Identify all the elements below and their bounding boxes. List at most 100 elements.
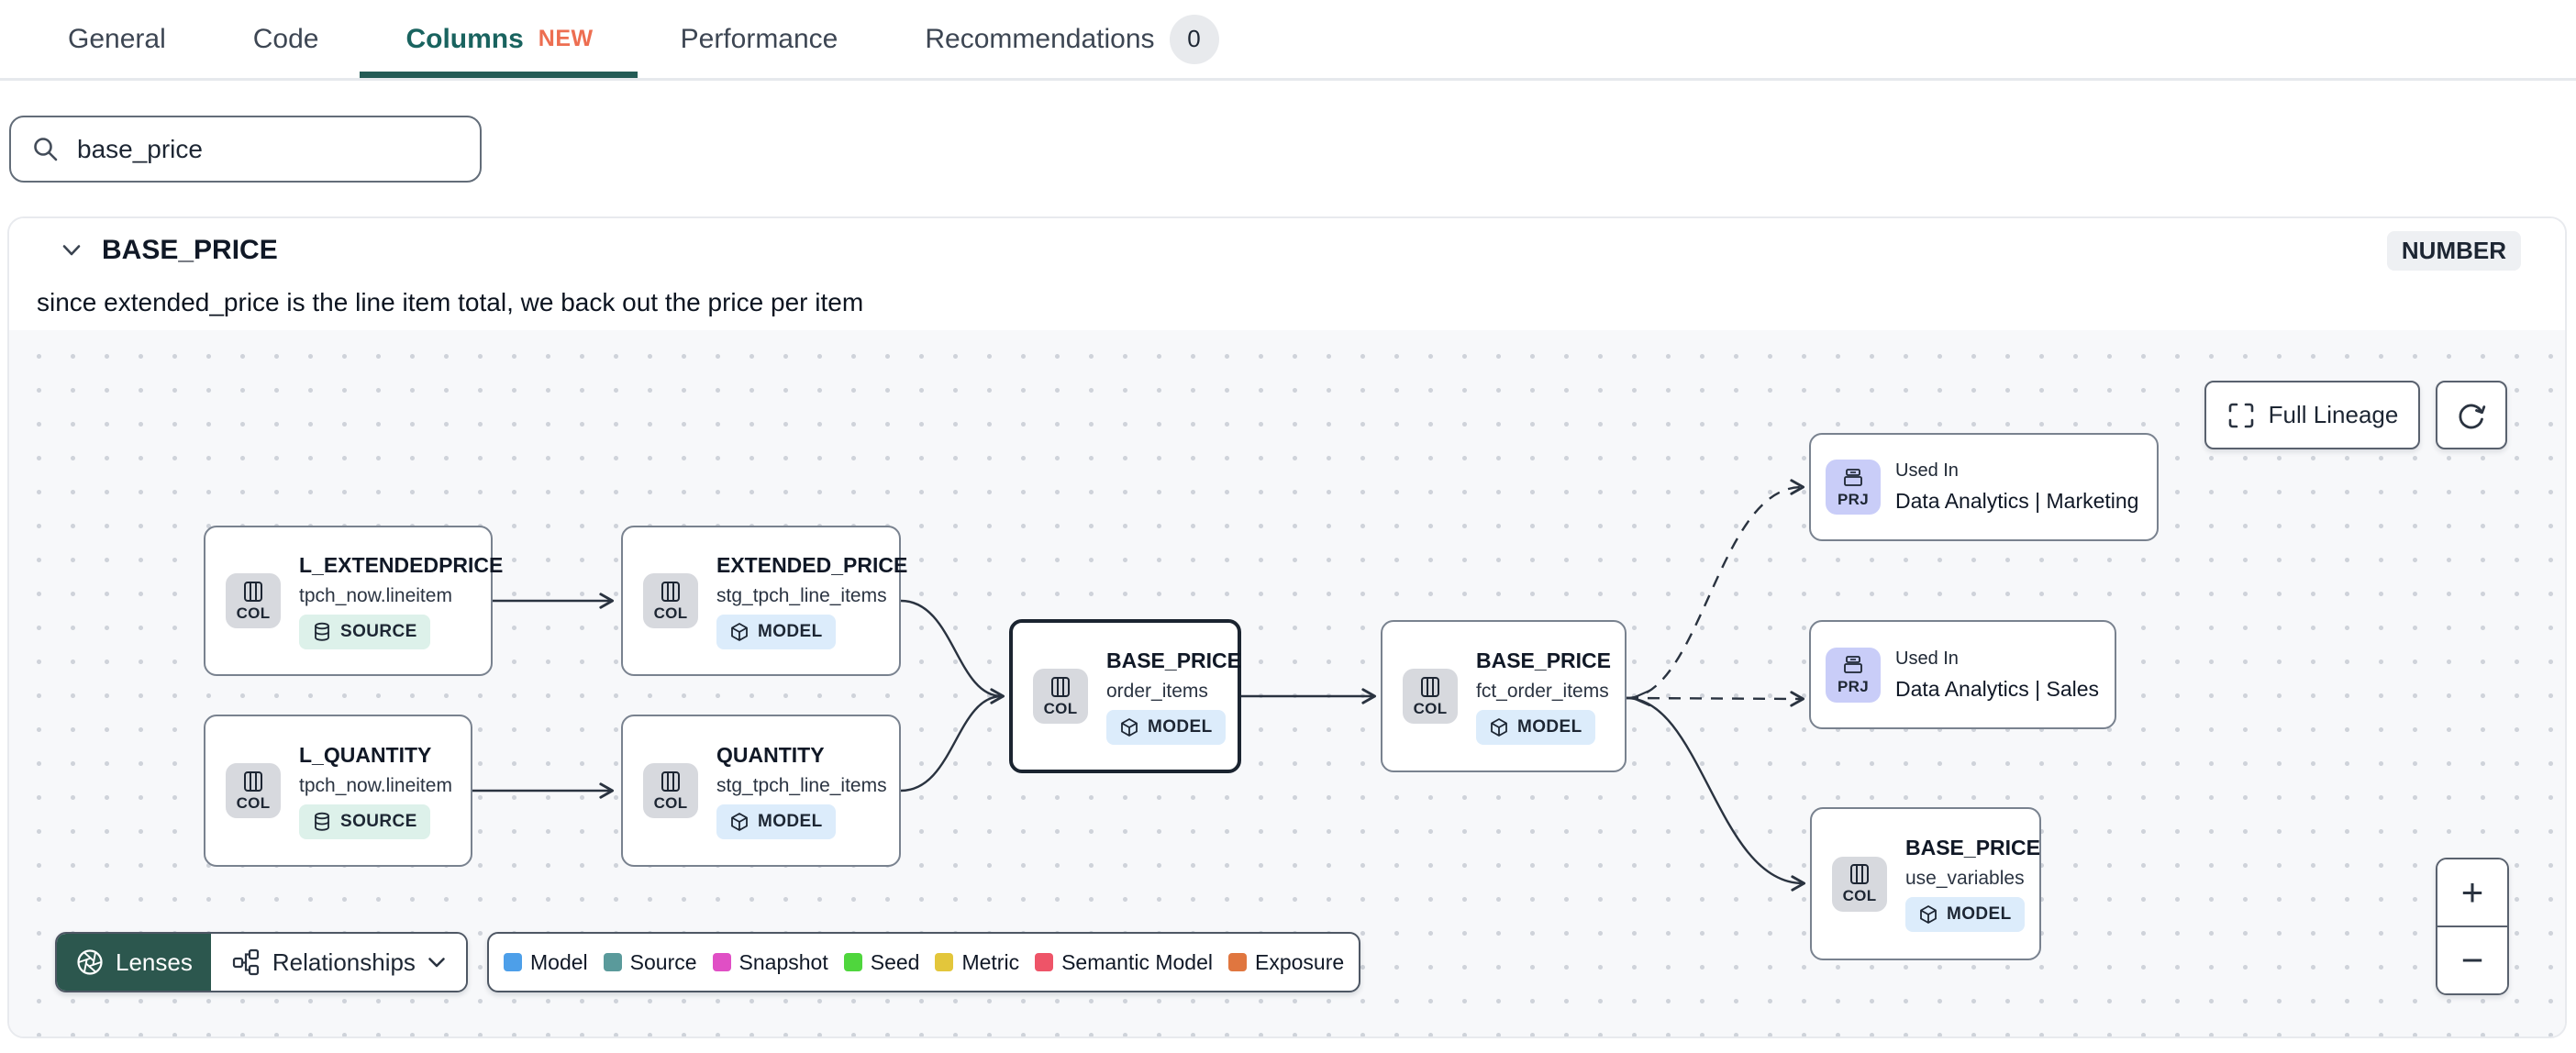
node-body: Used In Data Analytics | Sales — [1895, 648, 2099, 702]
column-detail-panel: BASE_PRICE NUMBER since extended_price i… — [7, 216, 2567, 1038]
lineage-node-used-in-marketing[interactable]: PRJ Used In Data Analytics | Marketing — [1809, 433, 2159, 541]
node-subtitle: tpch_now.lineitem — [299, 774, 452, 796]
recommendations-count-badge: 0 — [1169, 14, 1219, 64]
columns-icon — [244, 770, 262, 792]
node-body: BASE_PRICE use_variables MODEL — [1905, 836, 2040, 932]
new-badge: NEW — [538, 26, 594, 51]
lineage-node-base-price-order-items[interactable]: COL BASE_PRICE order_items MODEL — [1009, 619, 1241, 773]
node-subtitle: stg_tpch_line_items — [716, 774, 887, 796]
legend-label: Seed — [870, 949, 920, 974]
node-body: EXTENDED_PRICE stg_tpch_line_items MODEL — [716, 552, 908, 649]
tab-bar: General Code Columns NEW Performance Rec… — [0, 0, 2576, 81]
node-body: BASE_PRICE fct_order_items MODEL — [1476, 648, 1611, 745]
legend-item-semantic-model: Semantic Model — [1035, 950, 1213, 975]
node-subtitle: fct_order_items — [1476, 680, 1609, 702]
source-type-badge: SOURCE — [299, 614, 430, 649]
zoom-in-button[interactable]: + — [2437, 859, 2507, 927]
column-search-box[interactable] — [9, 116, 482, 183]
chevron-down-icon[interactable] — [61, 244, 82, 257]
project-icon — [1844, 468, 1862, 486]
column-type-badge: NUMBER — [2386, 231, 2521, 271]
lineage-edges — [472, 479, 1806, 892]
col-badge: COL — [226, 763, 281, 818]
node-title: BASE_PRICE — [1905, 836, 2040, 859]
lineage-node-base-price-fct-order-items[interactable]: COL BASE_PRICE fct_order_items MODEL — [1381, 620, 1627, 772]
node-title: L_EXTENDEDPRICE — [299, 552, 504, 577]
columns-icon — [244, 581, 262, 602]
refresh-button[interactable] — [2436, 381, 2507, 449]
legend-swatch — [935, 953, 954, 971]
columns-icon — [1850, 864, 1869, 884]
box-icon — [731, 812, 748, 831]
legend-swatch — [1228, 953, 1247, 971]
column-name: BASE_PRICE — [102, 235, 278, 265]
tab-columns[interactable]: Columns NEW — [360, 0, 638, 78]
columns-icon — [1051, 676, 1070, 697]
node-title: EXTENDED_PRICE — [716, 552, 908, 577]
prj-badge: PRJ — [1826, 647, 1881, 703]
legend-swatch — [603, 953, 622, 971]
legend-item-seed: Seed — [843, 949, 920, 975]
tab-label: Code — [252, 23, 319, 54]
legend-item-source: Source — [603, 949, 697, 975]
type-label: MODEL — [758, 621, 823, 641]
legend-label: Semantic Model — [1061, 949, 1213, 974]
lineage-node-used-in-sales[interactable]: PRJ Used In Data Analytics | Sales — [1809, 620, 2116, 729]
node-body: L_EXTENDEDPRICE tpch_now.lineitem SOURCE — [299, 552, 504, 649]
legend-label: Source — [629, 949, 697, 974]
model-type-badge: MODEL — [1476, 709, 1595, 745]
lineage-node-quantity[interactable]: COL QUANTITY stg_tpch_line_items MODEL — [621, 715, 901, 867]
tab-label: Recommendations — [925, 23, 1155, 54]
legend-label: Snapshot — [738, 949, 828, 974]
col-badge: COL — [643, 573, 698, 628]
zoom-out-button[interactable]: − — [2437, 927, 2507, 993]
full-lineage-label: Full Lineage — [2268, 401, 2399, 428]
legend-item-exposure: Exposure — [1228, 950, 1344, 975]
col-badge-label: COL — [1842, 887, 1877, 904]
refresh-icon — [2459, 404, 2486, 428]
legend-item-model: Model — [504, 950, 588, 975]
project-icon — [1844, 656, 1862, 673]
tab-recommendations[interactable]: Recommendations 0 — [925, 0, 1219, 78]
zoom-controls: + − — [2436, 858, 2509, 995]
col-badge-label: COL — [236, 604, 271, 622]
used-in-label: Used In — [1895, 648, 1959, 669]
node-body: QUANTITY stg_tpch_line_items MODEL — [716, 743, 887, 839]
node-body: L_QUANTITY tpch_now.lineitem SOURCE — [299, 743, 452, 839]
node-subtitle: use_variables — [1905, 868, 2025, 889]
type-label: MODEL — [1947, 904, 2012, 924]
node-subtitle: order_items — [1106, 680, 1208, 702]
lenses-label: Lenses — [116, 948, 193, 976]
chevron-down-icon — [428, 957, 445, 967]
tab-label: General — [68, 23, 166, 54]
box-icon — [1121, 717, 1138, 737]
search-section — [0, 83, 2576, 216]
lineage-node-l-extendedprice[interactable]: COL L_EXTENDEDPRICE tpch_now.lineitem SO… — [204, 526, 504, 676]
tab-performance[interactable]: Performance — [681, 0, 838, 78]
legend-item-snapshot: Snapshot — [712, 949, 828, 975]
lineage-node-extended-price[interactable]: COL EXTENDED_PRICE stg_tpch_line_items M… — [621, 526, 908, 676]
columns-icon — [1421, 676, 1439, 697]
node-body: Used In Data Analytics | Marketing — [1895, 460, 2138, 514]
database-icon — [315, 812, 329, 831]
lineage-canvas[interactable]: COL L_EXTENDEDPRICE tpch_now.lineitem SO… — [9, 330, 2565, 1036]
col-badge: COL — [1832, 856, 1887, 912]
legend-swatch — [504, 953, 522, 971]
legend-label: Metric — [961, 949, 1020, 974]
node-subtitle: tpch_now.lineitem — [299, 584, 452, 606]
model-type-badge: MODEL — [716, 804, 836, 839]
lineage-node-base-price-use-variables[interactable]: COL BASE_PRICE use_variables MODEL — [1810, 807, 2041, 960]
model-type-badge: MODEL — [1106, 709, 1226, 745]
search-input[interactable] — [77, 134, 460, 164]
lenses-button[interactable]: Lenses — [57, 934, 211, 991]
full-lineage-button[interactable]: Full Lineage — [2204, 381, 2420, 449]
legend-swatch — [712, 953, 731, 971]
relationships-dropdown[interactable]: Relationships — [210, 934, 466, 991]
tab-code[interactable]: Code — [253, 0, 319, 78]
source-type-badge: SOURCE — [299, 804, 430, 839]
tab-general[interactable]: General — [68, 0, 166, 78]
database-icon — [315, 622, 329, 641]
columns-icon — [661, 581, 680, 602]
prj-badge: PRJ — [1826, 460, 1881, 515]
lineage-node-l-quantity[interactable]: COL L_QUANTITY tpch_now.lineitem SOURCE — [204, 715, 472, 867]
